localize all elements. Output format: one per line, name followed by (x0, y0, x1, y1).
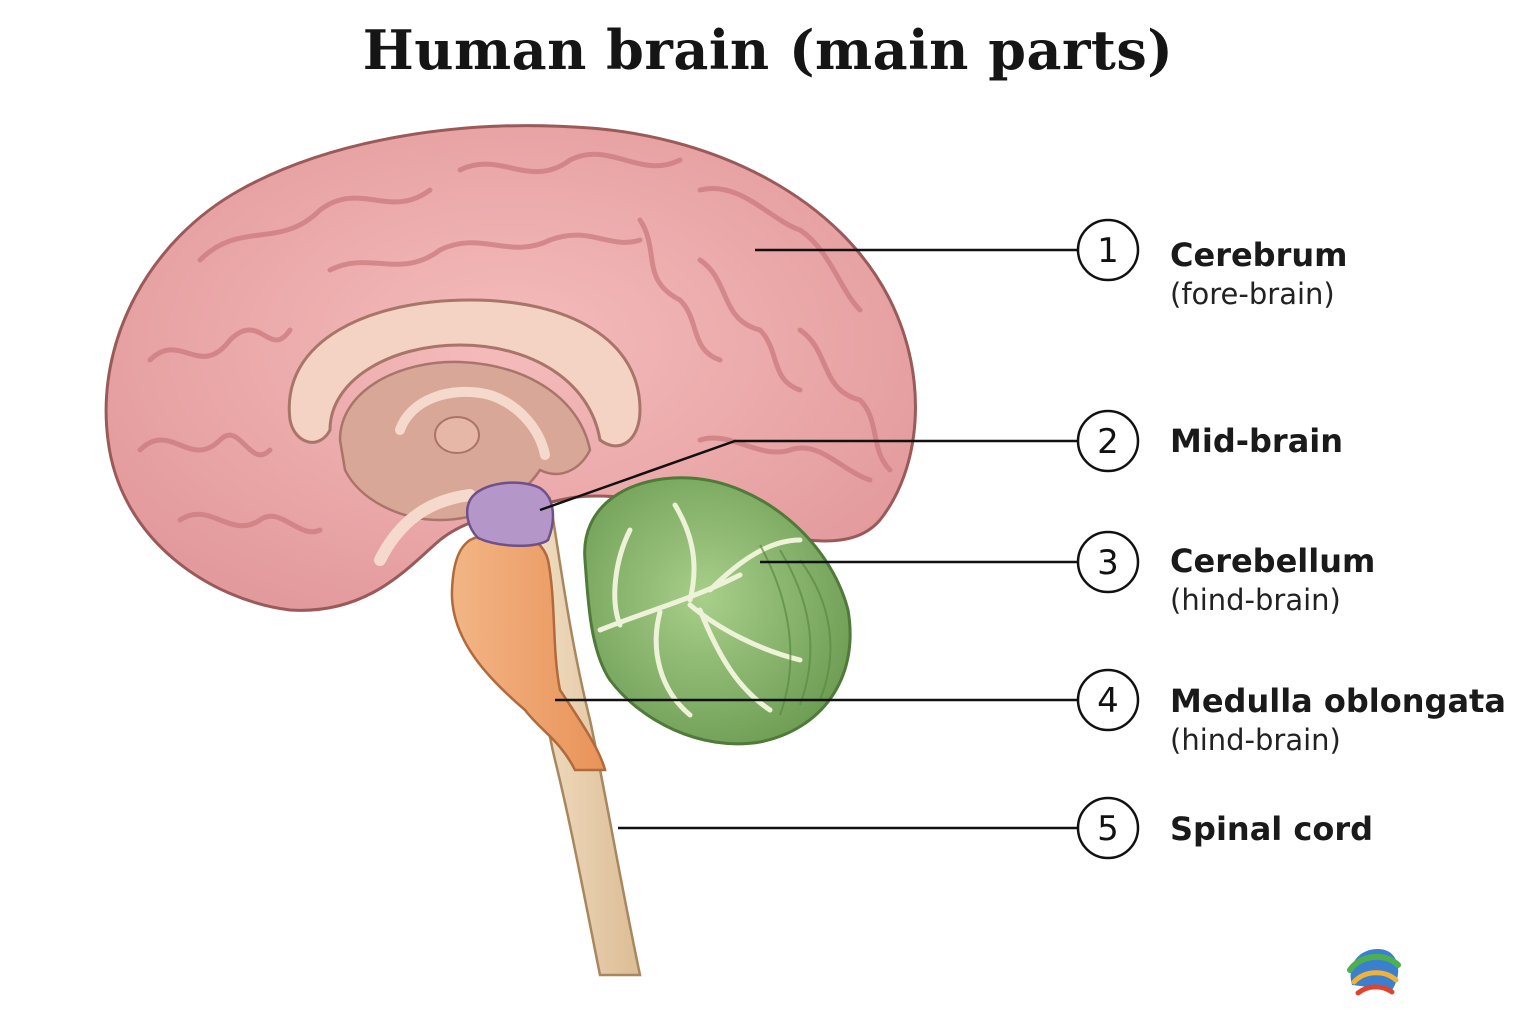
label-spinal-cord: Spinal cord (1170, 810, 1373, 848)
number-1: 1 (1097, 231, 1119, 271)
label-sub-3: (hind-brain) (1170, 583, 1341, 617)
label-cerebrum: Cerebrum (fore-brain) (1170, 236, 1347, 314)
label-name-1: Cerebrum (1170, 236, 1348, 274)
label-name-5: Spinal cord (1170, 810, 1374, 848)
number-circle-1: 1 (1076, 218, 1140, 282)
number-circle-4: 4 (1076, 668, 1140, 732)
label-cerebellum: Cerebellum (hind-brain) (1170, 542, 1375, 620)
label-mid-brain: Mid-brain (1170, 422, 1343, 460)
medulla-oblongata-shape (450, 530, 607, 772)
page-title: Human brain (main parts) (362, 18, 1174, 82)
number-5: 5 (1097, 809, 1119, 849)
mid-brain-shape (466, 481, 555, 548)
leader-line-2 (539, 439, 1077, 512)
number-3: 3 (1097, 543, 1119, 583)
number-circle-3: 3 (1076, 530, 1140, 594)
label-name-4: Medulla oblongata (1170, 682, 1506, 720)
cerebellum-shape (583, 476, 852, 746)
number-4: 4 (1097, 681, 1119, 721)
label-sub-1: (fore-brain) (1170, 277, 1335, 311)
number-circle-5: 5 (1076, 796, 1140, 860)
globe-logo-icon (1347, 949, 1401, 996)
label-name-3: Cerebellum (1170, 542, 1376, 580)
number-2: 2 (1097, 422, 1119, 462)
leader-lines (539, 248, 1077, 830)
number-circle-2: 2 (1076, 409, 1140, 473)
label-sub-4: (hind-brain) (1170, 723, 1341, 757)
label-medulla-oblongata: Medulla oblongata (hind-brain) (1170, 682, 1506, 760)
label-name-2: Mid-brain (1170, 422, 1344, 460)
